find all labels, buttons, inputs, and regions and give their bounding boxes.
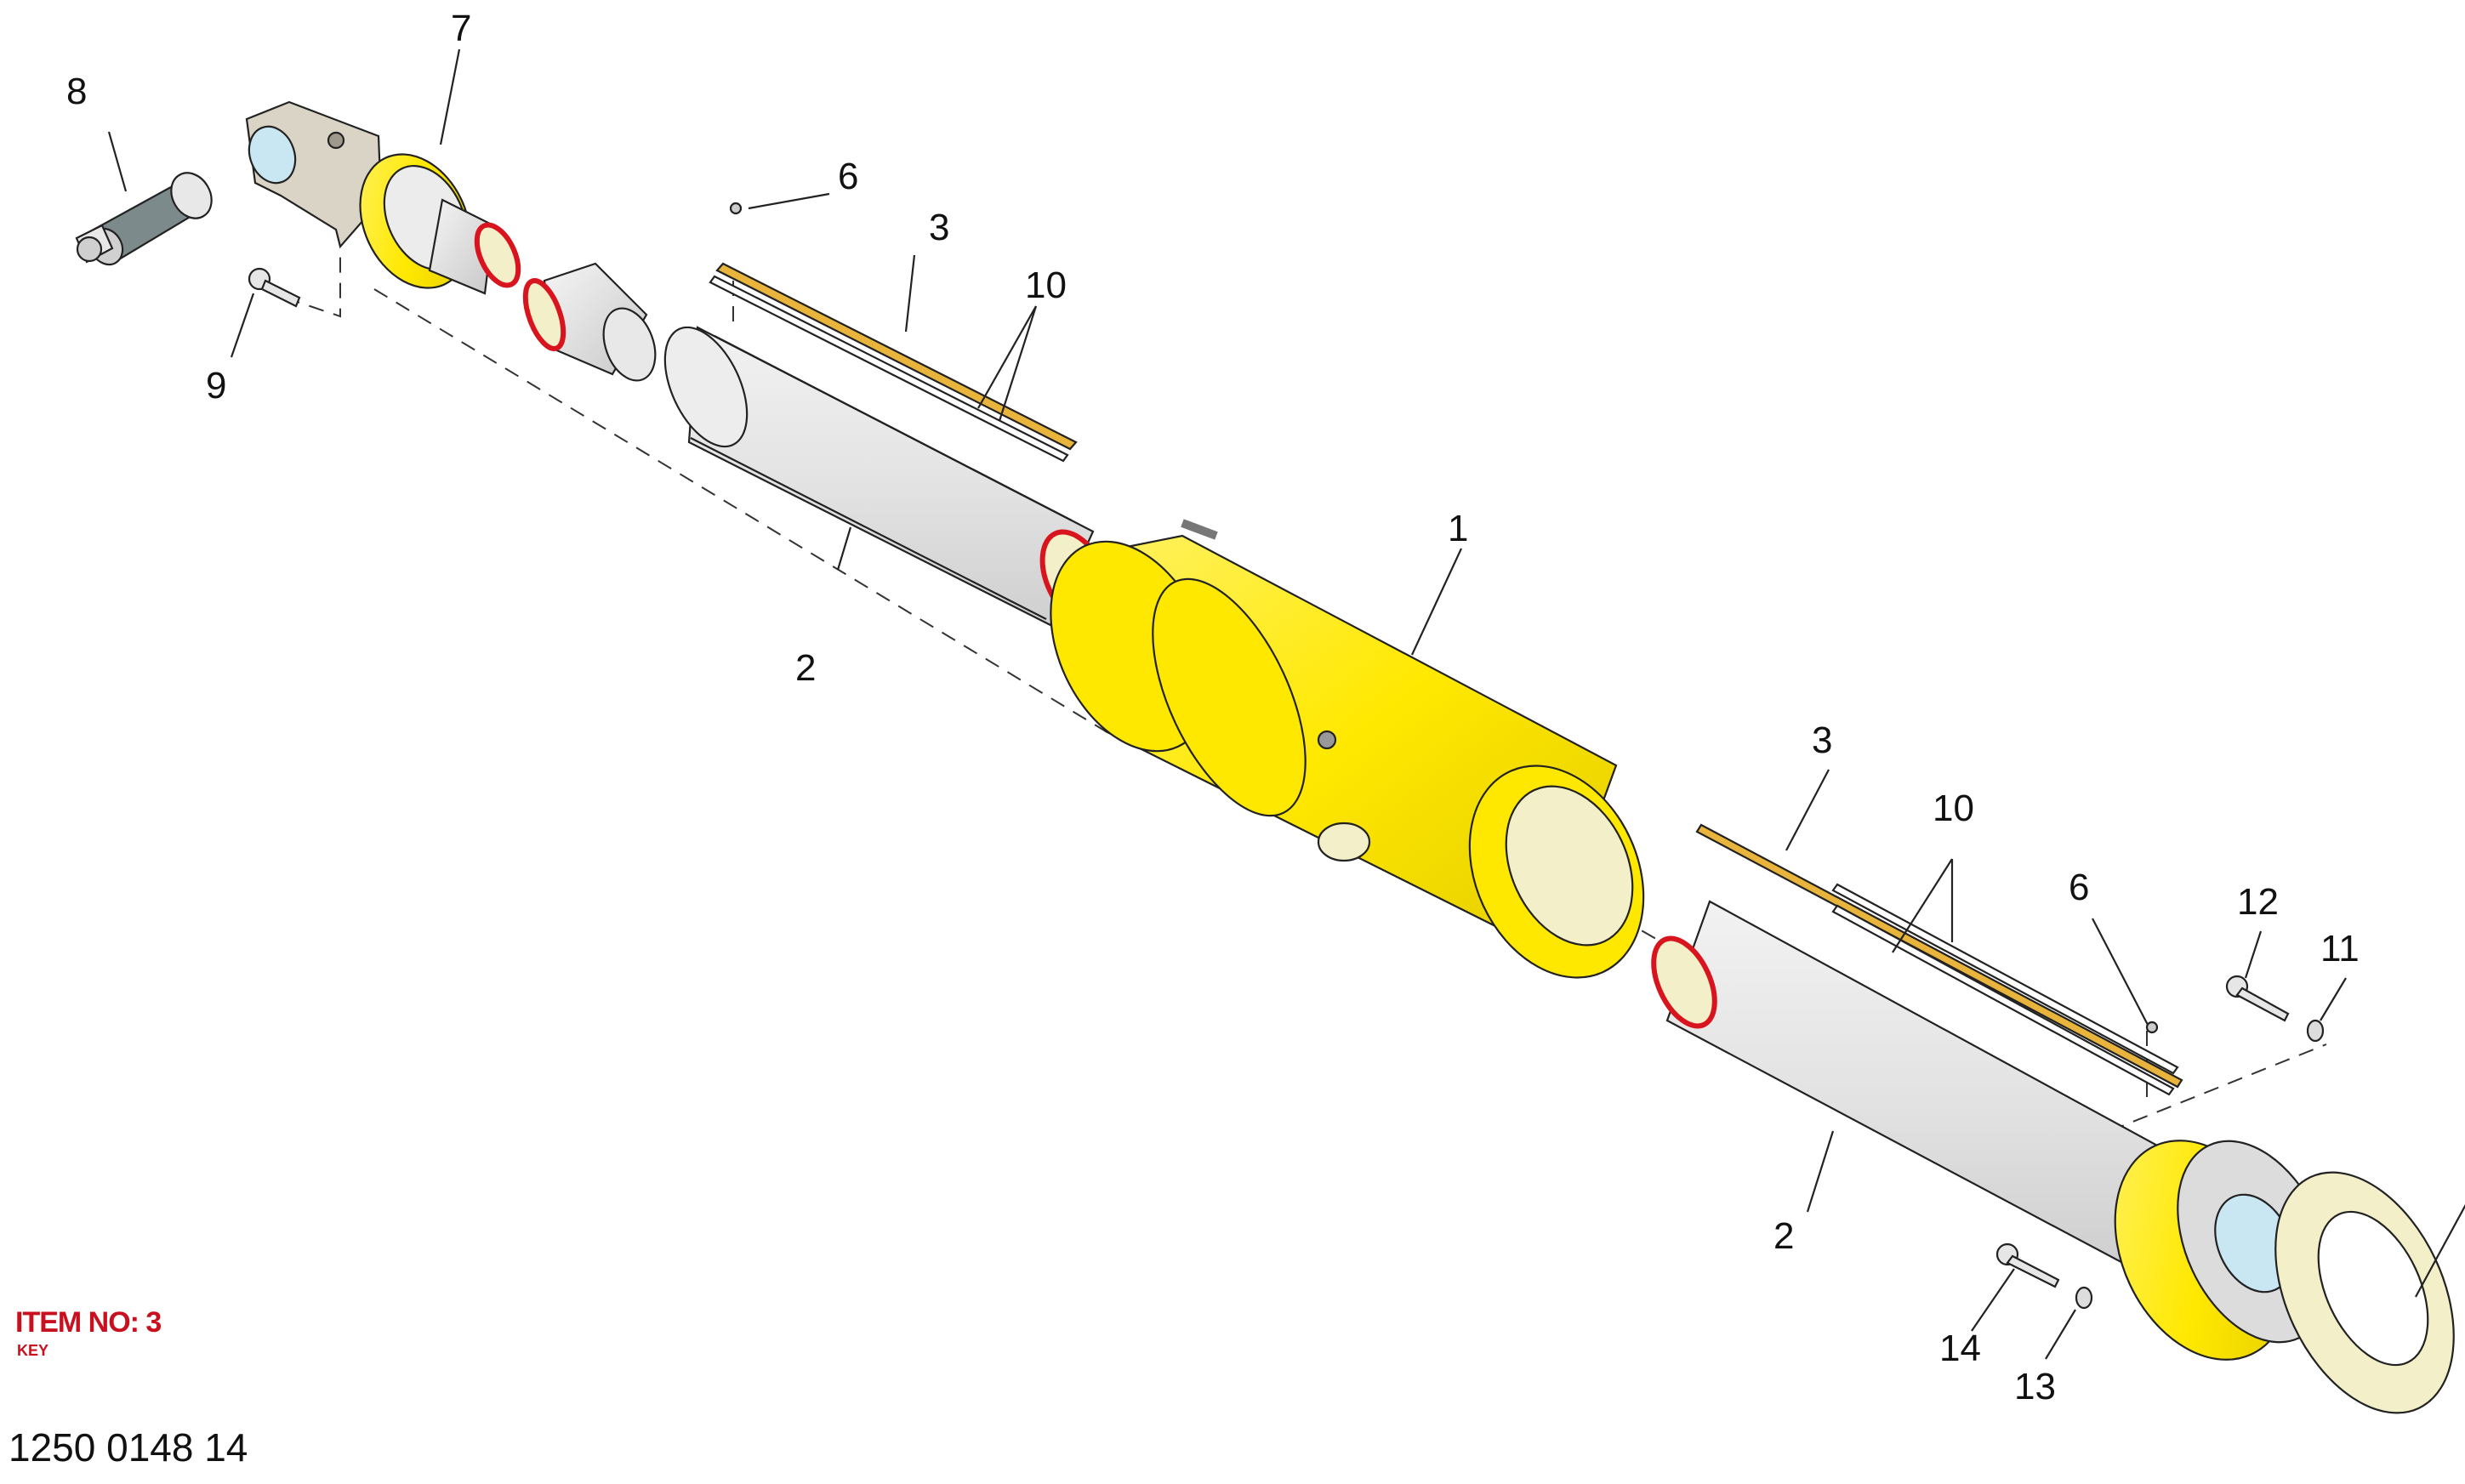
- callout-6-lower: 6: [2069, 867, 2089, 908]
- callout-14: 14: [1939, 1328, 1981, 1369]
- callout-8: 8: [66, 71, 87, 112]
- part-3-wear-strips-upper: [709, 202, 1078, 463]
- drawing-number: 1250 0148 14: [9, 1425, 248, 1470]
- callout-10-lower: 10: [1933, 787, 1974, 829]
- callout-11: 11: [2320, 928, 2360, 969]
- part-3-wear-strips-lower: [1695, 823, 2183, 1096]
- callout-3-lower: 3: [1812, 719, 1832, 761]
- leader-lines: [107, 48, 2465, 1360]
- part-1-main-housing: [1050, 519, 1645, 979]
- callout-3-upper: 3: [929, 207, 949, 248]
- part-11-washer: [2306, 1019, 2325, 1043]
- key-label: KEY: [17, 1342, 49, 1359]
- piston: [522, 262, 657, 382]
- callout-6-upper: 6: [838, 156, 858, 197]
- callout-2-right: 2: [1773, 1215, 1794, 1257]
- part-4-gasket: [2274, 1171, 2455, 1414]
- part-8-pin-assembly: [75, 172, 213, 266]
- callout-labels: 1 2 2 3 3 4 6 6 7 8 9 10 10 11 12 13 14: [66, 8, 2360, 1407]
- part-14-bolt: [1995, 1242, 2060, 1288]
- callout-1: 1: [1448, 508, 1468, 549]
- item-number-label: ITEM NO: 3: [15, 1306, 162, 1339]
- callout-12: 12: [2237, 881, 2279, 923]
- part-2-liner-tube-right: [1651, 900, 2179, 1269]
- part-12-bolt: [2225, 975, 2290, 1022]
- part-13-washer: [2075, 1286, 2093, 1310]
- part-9-bolt: [248, 267, 301, 308]
- callout-10-upper: 10: [1025, 264, 1067, 306]
- callout-9: 9: [206, 365, 226, 407]
- callout-13: 13: [2014, 1366, 2056, 1407]
- callout-7: 7: [451, 8, 471, 49]
- callout-2-left: 2: [795, 647, 816, 689]
- part-7-clevis-head: [245, 100, 521, 295]
